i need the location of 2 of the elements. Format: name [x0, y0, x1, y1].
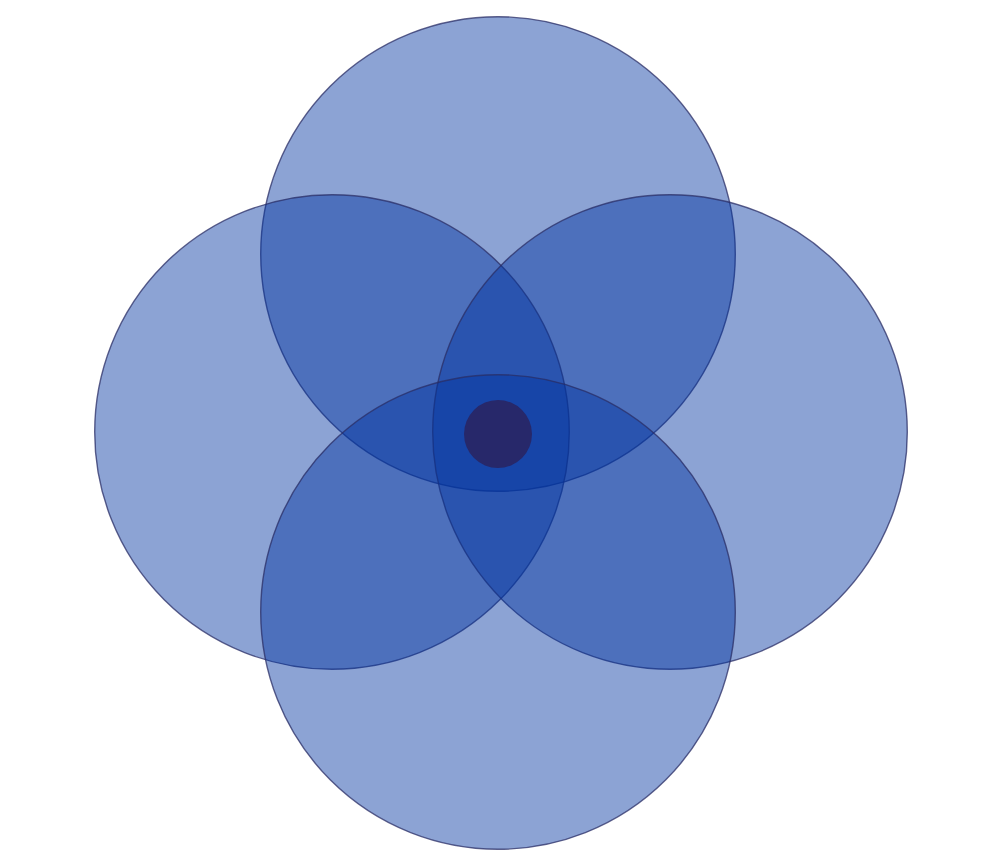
center-dot — [463, 399, 532, 468]
venn-circle — [260, 373, 736, 849]
